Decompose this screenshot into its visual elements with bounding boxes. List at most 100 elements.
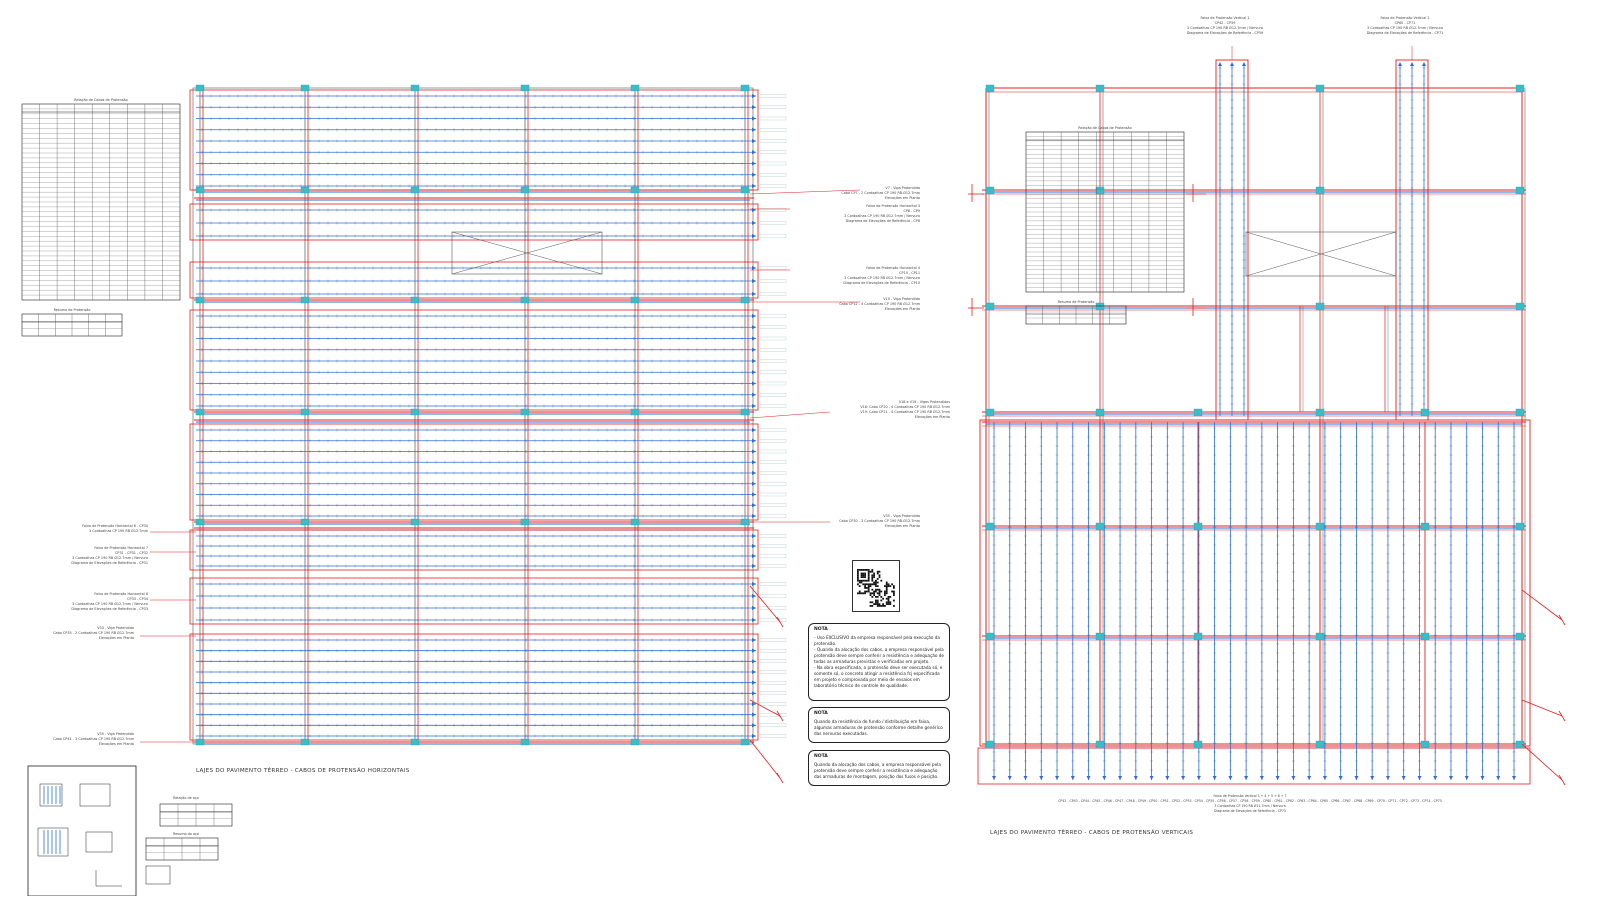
left-tendon-label-box xyxy=(760,724,786,727)
left-tendon-label-box xyxy=(760,280,786,283)
left-column-0-4 xyxy=(631,85,639,91)
left-anchor-icon xyxy=(752,208,756,212)
left-tendon-label-box xyxy=(760,360,786,363)
left-tendon-label-box xyxy=(760,95,786,98)
left-anchor-icon xyxy=(752,314,756,318)
left-anchor-icon xyxy=(752,266,756,270)
left-column-3-0 xyxy=(196,409,204,415)
left-tendon-label-box xyxy=(760,393,786,396)
left-anchor-icon xyxy=(752,514,756,518)
left-anchor-icon xyxy=(752,117,756,121)
left-tendon-label-box xyxy=(760,293,786,296)
left-anchor-icon xyxy=(752,734,756,738)
left-tendon-label-box xyxy=(760,117,786,120)
left-anchor-icon xyxy=(752,670,756,674)
right-lower-anchor-icon xyxy=(1039,776,1043,780)
left-anchor-icon xyxy=(752,128,756,132)
right-vstrip-anchor-icon xyxy=(1398,62,1402,66)
left-column-0-5 xyxy=(741,85,749,91)
left-tendon-label-box xyxy=(760,267,786,270)
left-anchor-icon xyxy=(752,544,756,548)
left-tendon-label-box xyxy=(760,619,786,622)
left-anchor-icon xyxy=(752,279,756,283)
left-anchor-icon xyxy=(752,618,756,622)
left-tendon-label-box xyxy=(760,128,786,131)
left-tendon-label-box xyxy=(760,337,786,340)
left-column-3-4 xyxy=(631,409,639,415)
left-column-0-3 xyxy=(521,85,529,91)
left-anchor-icon xyxy=(752,234,756,238)
right-lower-anchor-icon xyxy=(1055,776,1059,780)
left-tendon-label-box xyxy=(760,545,786,548)
steel-mini-box xyxy=(146,866,170,884)
left-tendon-label-box xyxy=(760,713,786,716)
right-lower-slab-band xyxy=(980,420,1530,746)
left-column-4-4 xyxy=(631,519,639,525)
left-tendon-label-box xyxy=(760,405,786,408)
left-anchor-icon xyxy=(752,105,756,109)
left-column-3-5 xyxy=(741,409,749,415)
right-lower-anchor-icon xyxy=(1276,776,1280,780)
left-anchor-icon xyxy=(752,94,756,98)
left-tendon-label-box xyxy=(760,607,786,610)
left-tendon-label-box xyxy=(760,106,786,109)
right-lower-anchor-icon xyxy=(1402,776,1406,780)
left-tendon-label-box xyxy=(760,235,786,238)
right-vstrip-anchor-icon xyxy=(1218,62,1222,66)
left-tendon-label-box xyxy=(760,660,786,663)
left-column-2-0 xyxy=(196,297,204,303)
left-tendon-label-box xyxy=(760,222,786,225)
left-anchor-icon xyxy=(752,554,756,558)
left-anchor-icon xyxy=(752,723,756,727)
left-tendon-label-box xyxy=(760,565,786,568)
left-anchor-icon xyxy=(752,659,756,663)
left-tendon-label-box xyxy=(760,671,786,674)
right-lower-anchor-icon xyxy=(1087,776,1091,780)
left-tendon-label-box xyxy=(760,535,786,538)
left-tendon-label-box xyxy=(760,515,786,518)
left-column-4-3 xyxy=(521,519,529,525)
left-column-0-0 xyxy=(196,85,204,91)
left-column-1-0 xyxy=(196,187,204,193)
left-tendon-label-box xyxy=(760,371,786,374)
right-lower-anchor-icon xyxy=(1386,776,1390,780)
left-anchor-icon xyxy=(752,150,756,154)
left-column-1-5 xyxy=(741,187,749,193)
left-column-0-1 xyxy=(301,85,309,91)
left-anchor-icon xyxy=(752,359,756,363)
left-anchor-icon xyxy=(752,184,756,188)
left-column-5-4 xyxy=(631,739,639,745)
left-tendon-label-box xyxy=(760,482,786,485)
right-vstrip-anchor-icon xyxy=(1410,62,1414,66)
left-slab-band-1 xyxy=(190,204,758,240)
legend-detail-1 xyxy=(40,784,62,806)
right-vstrip-anchor-icon xyxy=(1422,62,1426,66)
left-column-1-1 xyxy=(301,187,309,193)
left-column-5-3 xyxy=(521,739,529,745)
left-column-4-1 xyxy=(301,519,309,525)
left-column-5-5 xyxy=(741,739,749,745)
left-tendon-label-box xyxy=(760,472,786,475)
right-lower-anchor-icon xyxy=(1197,776,1201,780)
right-lower-anchor-icon xyxy=(1134,776,1138,780)
left-anchor-icon xyxy=(752,564,756,568)
right-lower-anchor-icon xyxy=(1165,776,1169,780)
left-anchor-icon xyxy=(752,393,756,397)
left-tendon-label-box xyxy=(760,326,786,329)
left-column-2-5 xyxy=(741,297,749,303)
right-lower-anchor-icon xyxy=(1244,776,1248,780)
left-anchor-icon xyxy=(752,582,756,586)
right-lower-anchor-icon xyxy=(1213,776,1217,780)
left-anchor-icon xyxy=(752,162,756,166)
left-slab-band-7 xyxy=(190,634,758,740)
legend-detail-4 xyxy=(86,832,112,852)
left-anchor-icon xyxy=(752,382,756,386)
left-anchor-icon xyxy=(752,348,756,352)
left-anchor-icon xyxy=(752,649,756,653)
left-column-1-2 xyxy=(411,187,419,193)
legend-detail-3 xyxy=(38,828,68,856)
right-lower-anchor-icon xyxy=(1433,776,1437,780)
right-lower-anchor-icon xyxy=(1449,776,1453,780)
left-anchor-icon xyxy=(752,713,756,717)
